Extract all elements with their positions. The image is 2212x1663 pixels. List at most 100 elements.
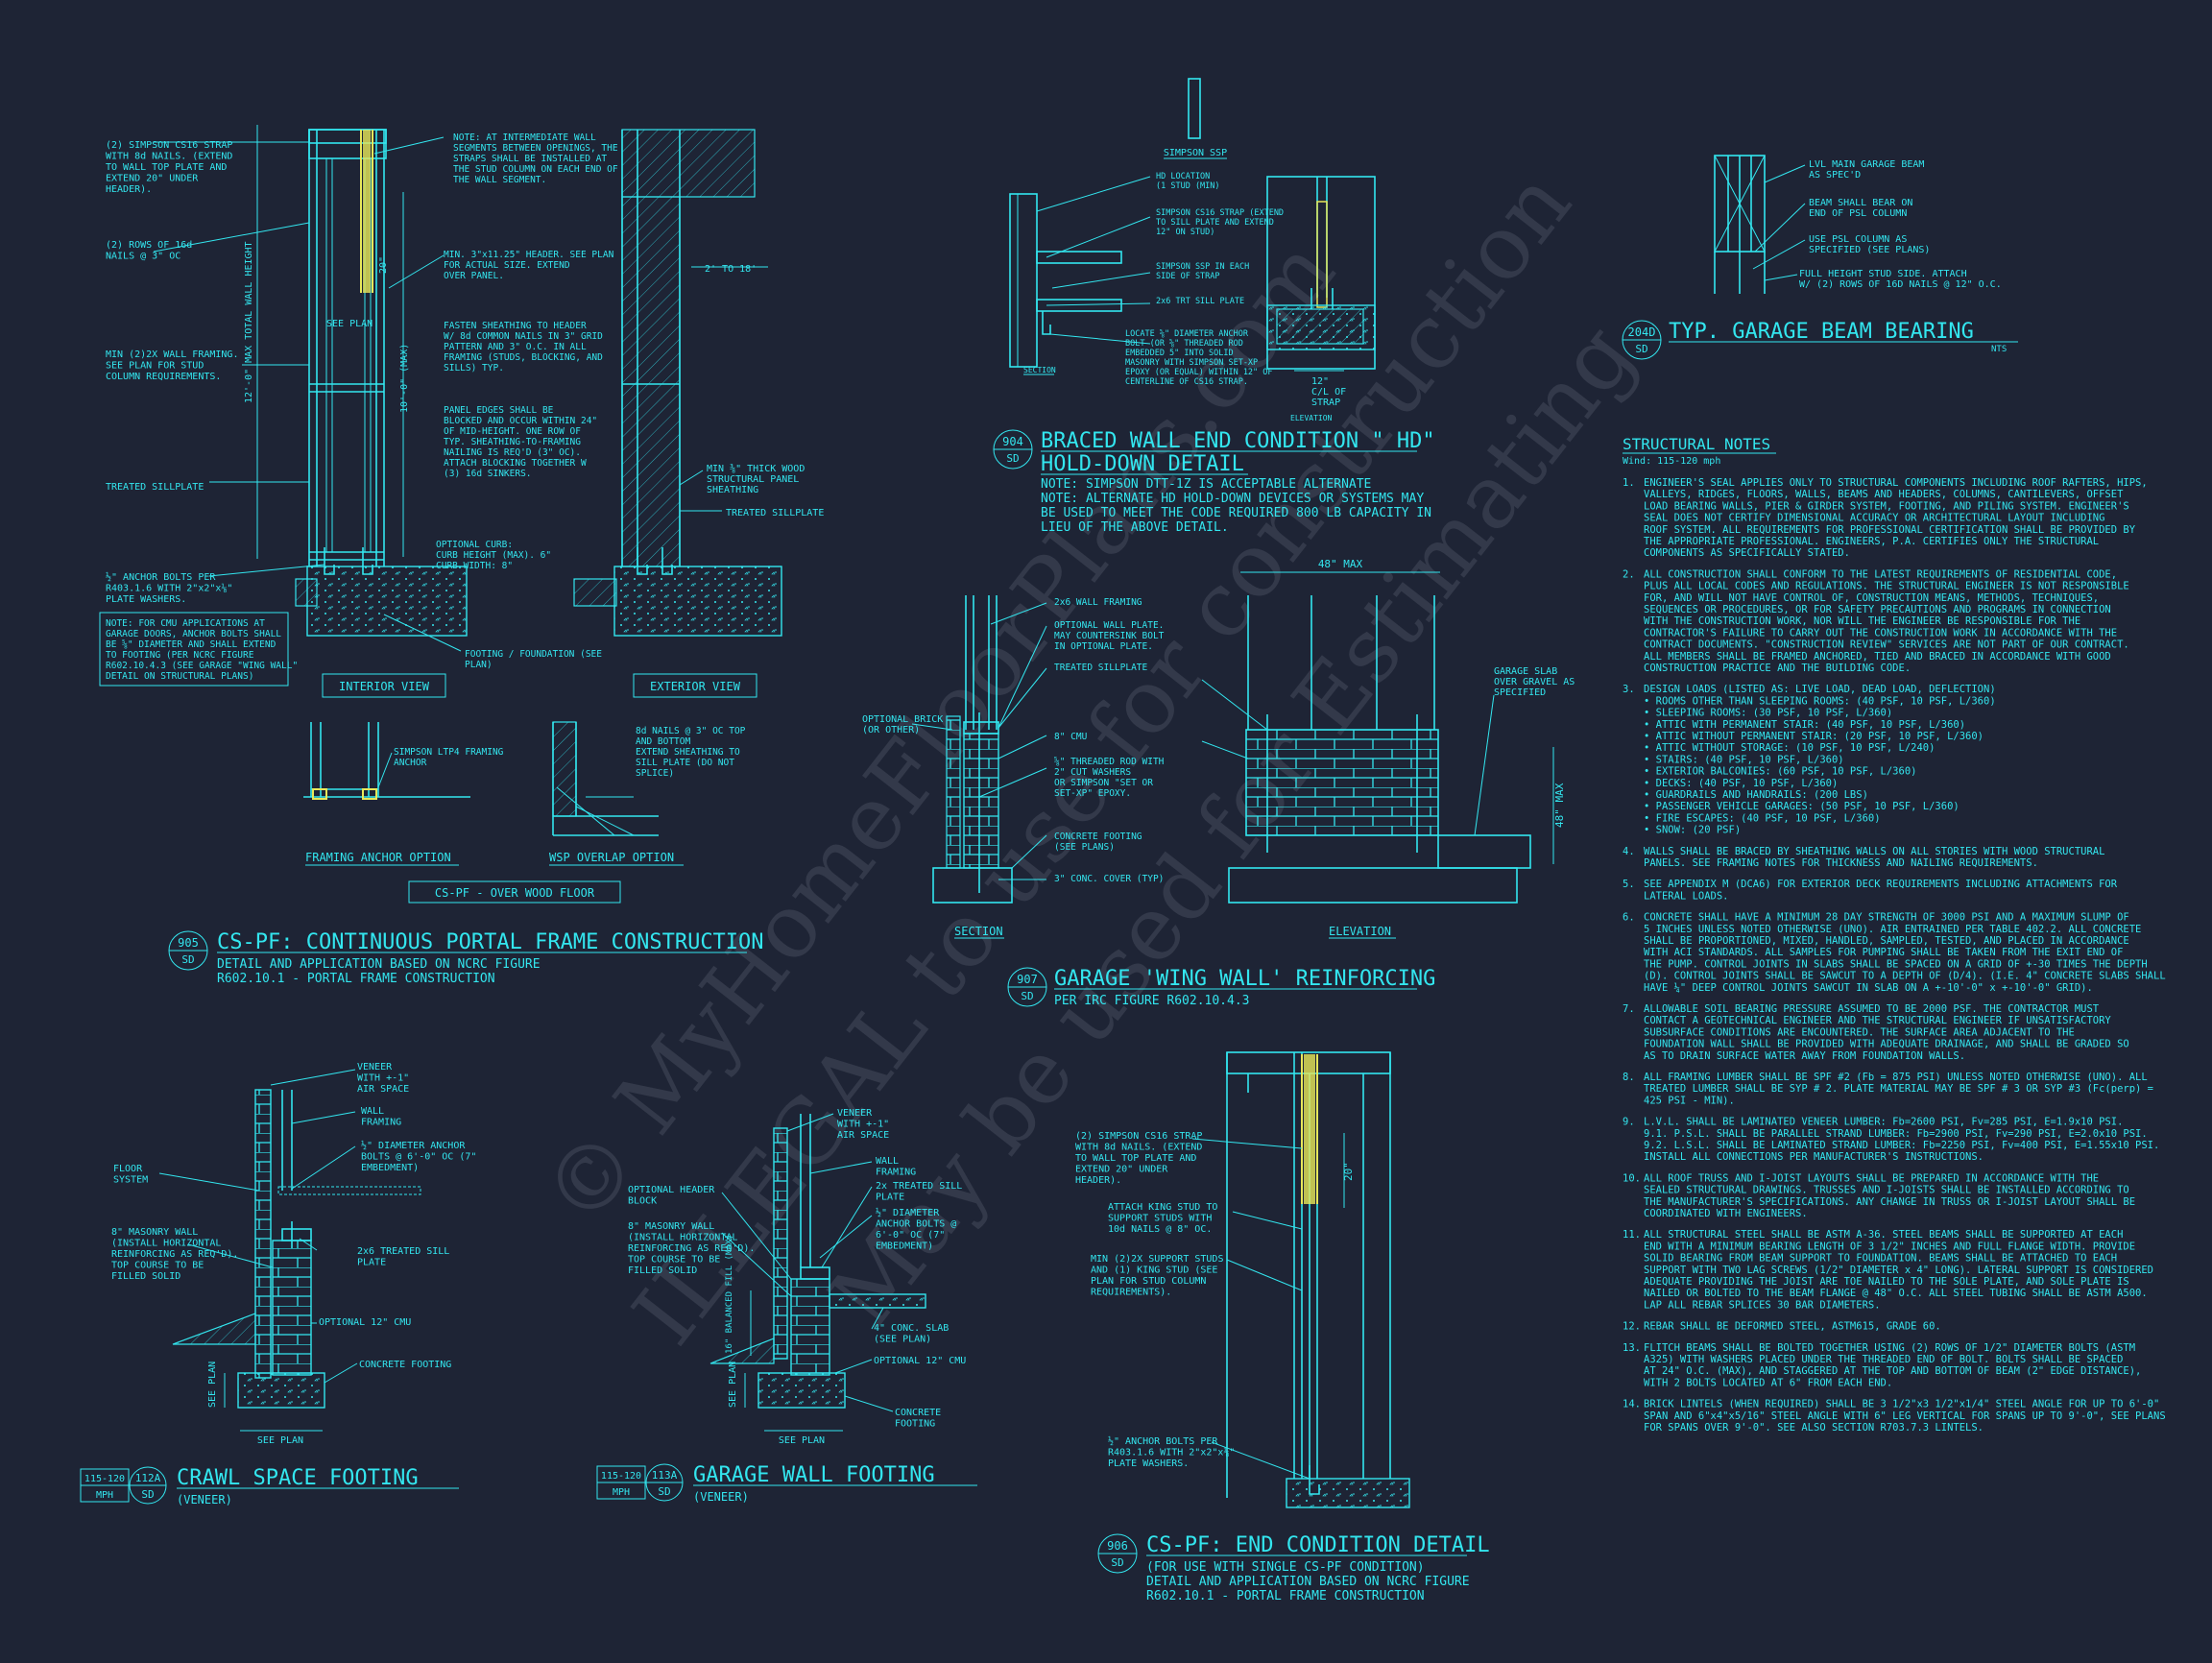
structural-note-line: END WITH A MINIMUM BEARING LENGTH OF 3 1… (1644, 1241, 2135, 1252)
structural-note-line: PANELS. SEE FRAMING NOTES FOR THICKNESS … (1644, 857, 2038, 869)
structural-note-line: SUBSURFACE CONDITIONS ARE ENCOUNTERED. T… (1644, 1026, 2075, 1038)
hd-dim-line: C/L OF (1311, 387, 1346, 398)
portal-note-mid-line: PATTERN AND 3" O.C. IN ALL (444, 342, 587, 352)
dim-strap: 20" (378, 256, 389, 274)
structural-note-line: BRICK LINTELS (WHEN REQUIRED) SHALL BE 3… (1644, 1399, 2159, 1410)
ec-note-line: HEADER). (1075, 1175, 1121, 1186)
structural-note-line: AS TO DRAIN SURFACE WATER AWAY FROM FOUN… (1644, 1050, 1965, 1062)
ec-note-line: PLAN FOR STUD COLUMN (1091, 1276, 1206, 1287)
gw-note-left-line: FILLED SOLID (628, 1265, 697, 1276)
ssp-label: SIMPSON SSP (1164, 148, 1227, 158)
ww-note-line: 2" CUT WASHERS (1054, 767, 1131, 778)
portal-note-mid-line: FRAMING (STUDS, BLOCKING, AND (444, 352, 603, 363)
structural-note-line: SPAN AND 6"x4"x5/16" STEEL ANGLE WITH 6"… (1644, 1410, 2166, 1422)
ec-note-line: AND (1) KING STUD (SEE (1091, 1265, 1217, 1276)
beam-note-line: AS SPEC'D (1809, 170, 1861, 181)
beam-title: TYP. GARAGE BEAM BEARING (1669, 320, 1974, 344)
hd-note-line: SIMPSON SSP IN EACH (1156, 262, 1249, 272)
hd-tag-sheet: SD (1006, 452, 1019, 465)
gw-title: GARAGE WALL FOOTING (693, 1463, 935, 1487)
portal-note-left-line: (2) ROWS OF 16d (106, 240, 192, 251)
portal-note-mid-line: OF MID-HEIGHT. ONE ROW OF (444, 426, 581, 437)
gw-see-plan: SEE PLAN (779, 1435, 825, 1446)
overlap-note-line: SILL PLATE (DO NOT (636, 758, 734, 768)
structural-note-line: SEQUENCES OR PROCEDURES, OR FOR SAFETY P… (1644, 604, 2111, 615)
structural-note-line: NAILED OR BOLTED TO THE BEAM FLANGE @ 48… (1644, 1288, 2148, 1299)
hd-note-line: SIDE OF STRAP (1156, 272, 1220, 281)
beam-note-line: SPECIFIED (SEE PLANS) (1809, 245, 1930, 255)
structural-note-number: 11. (1623, 1229, 1641, 1241)
ww-dim-height: 48" MAX (1553, 783, 1566, 828)
overlap-note-line: AND BOTTOM (636, 736, 690, 747)
crawl-note-left-line: FILLED SOLID (111, 1271, 180, 1282)
gw-mph-1: 115-120 (601, 1471, 641, 1482)
ww-note-line: 3" CONC. COVER (TYP) (1054, 874, 1164, 884)
structural-note-number: 1. (1623, 477, 1635, 489)
anchor-note-line: ANCHOR (394, 758, 427, 768)
hold-down-detail: SIMPSON SSP HD LOCATION(1 STUD (MIN)SIMP… (993, 78, 1435, 535)
framing-anchor-label: FRAMING ANCHOR OPTION (305, 851, 451, 864)
structural-note-line: COMPONENTS AS SPECIFICALLY STATED. (1644, 547, 1850, 559)
structural-notes-list: 1. ENGINEER'S SEAL APPLIES ONLY TO STRUCT… (1623, 477, 2166, 1434)
dim-total-height: 12'-0" MAX TOTAL WALL HEIGHT (244, 241, 254, 403)
gw-note-line: PLATE (876, 1193, 904, 1203)
structural-note-line: • ATTIC WITHOUT STORAGE: (10 PSF, 10 PSF… (1644, 742, 1935, 754)
ww-elevation-label: ELEVATION (1329, 925, 1391, 938)
structural-note-line: • ATTIC WITH PERMANENT STAIR: (40 PSF, 1… (1644, 719, 1965, 731)
structural-note-number: 5. (1623, 879, 1635, 890)
structural-note-line: • FIRE ESCAPES: (40 PSF, 10 PSF, L/360) (1644, 812, 1881, 824)
structural-note-line: • DECKS: (40 PSF, 10 PSF, L/360) (1644, 778, 1838, 789)
structural-note-line: LATERAL LOADS. (1644, 890, 1729, 902)
structural-note-line: WITH ACI STANDARDS. ALL SAMPLES FOR PUMP… (1644, 947, 2123, 958)
crawl-title: CRAWL SPACE FOOTING (177, 1466, 419, 1490)
hd-note-line: (1 STUD (MIN) (1156, 181, 1220, 191)
beam-tag-sheet: SD (1635, 343, 1647, 355)
ec-note-line: MIN (2)2X SUPPORT STUDS (1091, 1254, 1223, 1265)
structural-note-line: THE PUMP. CONTROL JOINTS IN SLABS SHALL … (1644, 958, 2148, 970)
gw-note-line: VENEER (837, 1108, 873, 1119)
structural-note-line: ALL MEMBERS SHALL BE FRAMED ANCHORED, TI… (1644, 651, 2111, 663)
portal-note-left-line: COLUMN REQUIREMENTS. (106, 372, 221, 382)
ww-note-line: OR SIMPSON "SET OR (1054, 778, 1153, 788)
portal-note-mid-line: STRAPS SHALL BE INSTALLED AT (453, 154, 607, 164)
portal-note-mid-line: PANEL EDGES SHALL BE (444, 405, 554, 416)
portal-sub-1: DETAIL AND APPLICATION BASED ON NCRC FIG… (217, 957, 541, 972)
crawl-note-line: WALL (361, 1106, 384, 1117)
portal-note-box-line: TO FOOTING (PER NCRC FIGURE (106, 650, 254, 661)
gw-note-line: ½" DIAMETER (876, 1207, 940, 1218)
interior-view-label: INTERIOR VIEW (339, 680, 430, 693)
portal-tag-num: 905 (178, 936, 199, 950)
hd-sub-line: NOTE: ALTERNATE HD HOLD-DOWN DEVICES OR … (1041, 492, 1424, 506)
portal-note-right-line: SHEATHING (707, 485, 758, 495)
garage-wall-drawing (709, 1113, 926, 1432)
structural-note-line: ENGINEER'S SEAL APPLIES ONLY TO STRUCTUR… (1644, 477, 2148, 489)
gw-note-left-line: BLOCK (628, 1196, 657, 1207)
exterior-view-box (633, 673, 757, 698)
gw-note-line: 6'-0" OC (7" (876, 1230, 945, 1241)
portal-note-mid-line: THE WALL SEGMENT. (453, 175, 546, 185)
hd-note-line: CENTERLINE OF CS16 STRAP. (1125, 377, 1248, 387)
portal-note-mid-line: MIN. 3"x11.25" HEADER. SEE PLAN (444, 250, 614, 260)
structural-note-line: • PASSENGER VEHICLE GARAGES: (50 PSF, 10… (1644, 801, 1960, 812)
gw-note-line: WITH +-1" (837, 1120, 889, 1130)
portal-note-left-line: (2) SIMPSON CS16 STRAP (106, 140, 232, 151)
structural-notes: STRUCTURAL NOTES Wind: 115-120 mph 1.ENG… (1623, 435, 2166, 1434)
structural-note-number: 14. (1623, 1399, 1641, 1410)
portal-note-mid-line: CURB HEIGHT (MAX). 6" (436, 550, 551, 561)
ww-note-line: TREATED SILLPLATE (1054, 663, 1148, 673)
beam-note-line: BEAM SHALL BEAR ON (1809, 198, 1912, 208)
wing-wall-section (911, 595, 1047, 904)
dim-see-plan: SEE PLAN (326, 319, 373, 329)
structural-note-line: • SLEEPING ROOMS: (30 PSF, 10 PSF, L/360… (1644, 708, 1892, 719)
gw-note-line: ANCHOR BOLTS @ (876, 1219, 956, 1230)
portal-sub-2: R602.10.1 - PORTAL FRAME CONSTRUCTION (217, 972, 495, 986)
beam-note-line: LVL MAIN GARAGE BEAM (1809, 159, 1924, 170)
hd-note-line: MASONRY WITH SIMPSON SET-XP (1125, 358, 1258, 368)
portal-note-left-line: TO WALL TOP PLATE AND (106, 162, 227, 173)
interior-view-box (322, 673, 446, 698)
ec-tag-sheet: SD (1111, 1556, 1123, 1569)
structural-note-line: • GUARDRAILS AND HANDRAILS: (200 LBS) (1644, 789, 1868, 801)
